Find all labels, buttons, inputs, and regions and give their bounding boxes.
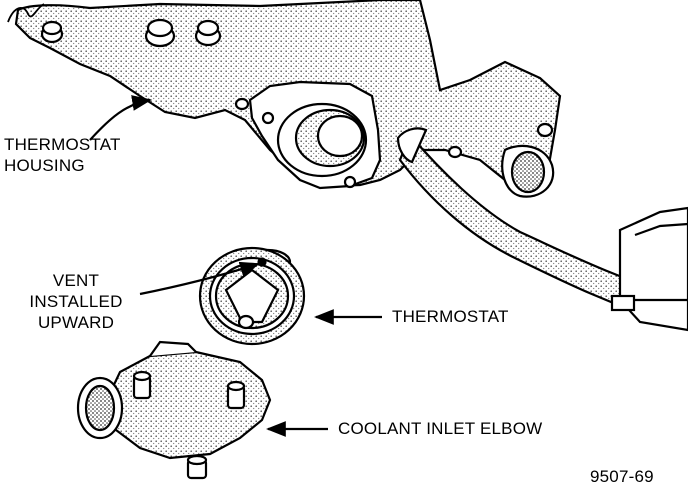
thermostat-part (198, 246, 306, 346)
leader-lines (89, 95, 382, 437)
figure-number: 9507-69 (590, 467, 654, 486)
coolant-hose (396, 127, 688, 332)
label-thermostat-housing-line-2: HOUSING (4, 156, 85, 175)
engine-block (610, 206, 688, 332)
label-thermostat-housing: THERMOSTAT HOUSING (4, 134, 121, 176)
wire-clip (7, 3, 45, 23)
label-vent-installed-upward: VENT INSTALLED UPWARD (10, 270, 142, 333)
label-vent-line-3: UPWARD (37, 313, 115, 332)
label-thermostat: THERMOSTAT (392, 307, 509, 326)
label-thermostat-housing-line-1: THERMOSTAT (4, 135, 121, 154)
thermostat-housing-shape (248, 80, 382, 190)
label-vent-line-2: INSTALLED (29, 292, 123, 311)
arrow-housing (89, 95, 152, 141)
arrow-vent (139, 261, 260, 296)
label-vent-line-1: VENT (52, 271, 100, 290)
coolant-inlet-elbow-part (76, 340, 272, 480)
label-coolant-inlet-elbow: COOLANT INLET ELBOW (338, 419, 543, 438)
